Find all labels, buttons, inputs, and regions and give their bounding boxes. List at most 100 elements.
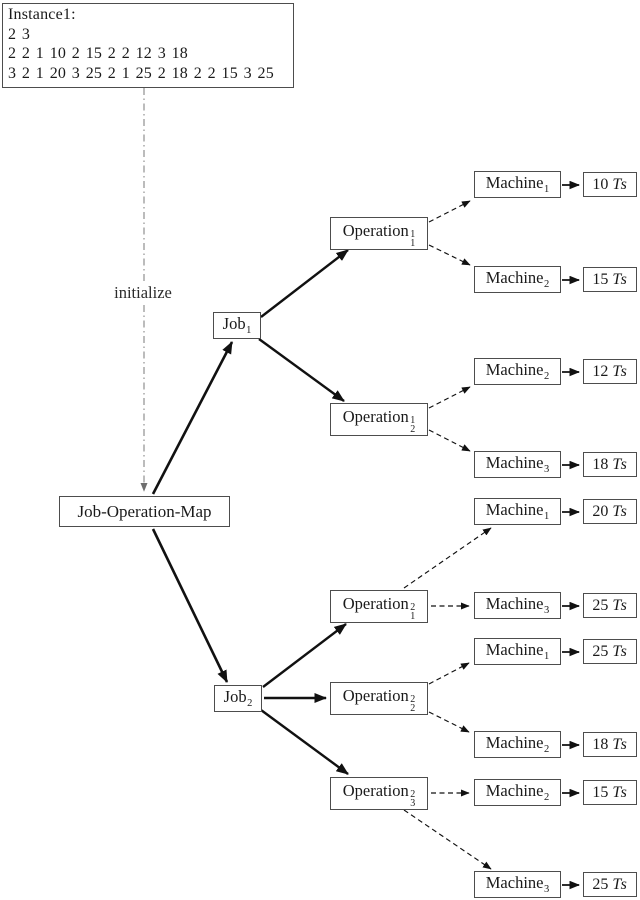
machine-base: Machine [485, 781, 544, 801]
time-unit: Ts [612, 270, 628, 288]
machine-base: Machine [485, 453, 544, 473]
machine-label: Machine2 [486, 781, 549, 804]
instance-box: Instance1: 2 3 2 2 1 10 2 15 2 2 12 3 18… [2, 3, 294, 88]
op-sub: 2 [410, 423, 416, 435]
machine-base: Machine [485, 500, 544, 520]
time-value: 15 [592, 783, 609, 801]
job-base: Job [223, 687, 247, 707]
job-sub: 2 [247, 698, 253, 710]
machine-sub: 1 [543, 511, 550, 523]
job-base: Job [222, 314, 246, 334]
machine-node: Machine1 [474, 171, 561, 198]
time-value: 25 [592, 875, 609, 893]
time-value: 18 [592, 455, 609, 473]
time-value: 15 [592, 270, 609, 288]
instance-line: 2 2 1 10 2 15 2 2 12 3 18 [8, 45, 188, 62]
edge-root-job1 [151, 341, 234, 495]
machine-sub: 1 [543, 184, 550, 196]
machine-sub: 1 [543, 651, 550, 663]
root-node-job-operation-map: Job-Operation-Map [59, 496, 230, 527]
machine-base: Machine [485, 268, 544, 288]
op-sub: 3 [410, 797, 416, 809]
edge-op22-machine1 [428, 662, 470, 685]
op-base: Operation [342, 685, 409, 705]
time-value: 18 [592, 735, 609, 753]
machine-label: Machine3 [486, 873, 549, 896]
machine-base: Machine [485, 640, 544, 660]
machine-label: Machine1 [486, 640, 549, 663]
time-unit: Ts [612, 596, 628, 614]
time-unit: Ts [612, 642, 628, 660]
machine-label: Machine2 [486, 733, 549, 756]
op-sup: 2 [410, 788, 416, 800]
machine-sub: 3 [543, 605, 550, 617]
time-value: 10 [592, 175, 609, 193]
machine-node: Machine2 [474, 358, 561, 385]
edge-op11-machine2 [428, 244, 471, 266]
machine-sub: 2 [543, 279, 550, 291]
op-sup: 1 [410, 414, 416, 426]
edge-job2-op32 [260, 709, 349, 775]
machine-sub: 2 [543, 792, 550, 804]
machine-node: Machine3 [474, 871, 561, 898]
job-label: Job2 [224, 687, 253, 710]
edge-job1-op11 [260, 249, 349, 318]
op-sub: 1 [410, 610, 416, 622]
machine-sub: 2 [543, 744, 550, 756]
machine-node: Machine1 [474, 638, 561, 665]
machine-label: Machine3 [486, 453, 549, 476]
job-node-1: Job1 [213, 312, 261, 339]
job-node-2: Job2 [214, 685, 262, 712]
machine-sub: 3 [543, 884, 550, 896]
time-unit: Ts [612, 455, 628, 473]
time-unit: Ts [612, 735, 628, 753]
machine-node: Machine3 [474, 592, 561, 619]
edge-job1-op21 [258, 338, 345, 402]
edge-op32-machine3 [403, 809, 492, 870]
op-sub: 1 [410, 237, 416, 249]
time-value: 12 [592, 362, 609, 380]
machine-node: Machine2 [474, 779, 561, 806]
time-unit: Ts [612, 502, 628, 520]
machine-base: Machine [485, 873, 544, 893]
machine-base: Machine [485, 173, 544, 193]
edge-root-job2 [151, 528, 229, 683]
edge-job2-op12 [262, 623, 347, 688]
time-unit: Ts [612, 783, 628, 801]
edge-op11-machine1 [428, 200, 471, 223]
job-label: Job1 [223, 314, 252, 337]
time-value: 20 [592, 502, 609, 520]
time-unit: Ts [612, 875, 628, 893]
time-value: 25 [592, 642, 609, 660]
op-base: Operation [342, 780, 409, 800]
instance-line: 2 3 [8, 25, 31, 43]
machine-label: Machine1 [486, 500, 549, 523]
op-base: Operation [342, 593, 409, 613]
